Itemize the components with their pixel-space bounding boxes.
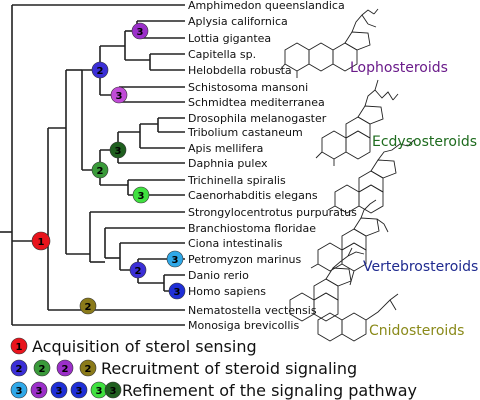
svg-text:3: 3 (115, 146, 122, 157)
group-label-ecdysosteroids: Ecdysosteroids (372, 134, 477, 150)
taxon-label: Tribolium castaneum (187, 126, 303, 139)
svg-text:3: 3 (16, 386, 23, 397)
taxon-label: Petromyzon marinus (188, 253, 302, 266)
legend-badge: 1 (10, 337, 28, 355)
taxon-label: Apis mellifera (188, 142, 263, 155)
svg-text:3: 3 (138, 191, 145, 202)
ecdysosteroid-structure (315, 79, 399, 166)
legend-label: Acquisition of sterol sensing (32, 337, 257, 356)
taxon-label: Schmidtea mediterranea (188, 96, 325, 109)
taxon-label: Lottia gigantea (188, 32, 271, 45)
svg-text:3: 3 (174, 287, 181, 298)
legend-badge: 3 (70, 381, 88, 399)
node-marker: 3 (166, 250, 184, 268)
taxon-label: Ciona intestinalis (188, 237, 283, 250)
node-marker: 2 (91, 61, 109, 79)
svg-text:3: 3 (116, 91, 123, 102)
legend-badge: 3 (10, 381, 28, 399)
legend: 1 Acquisition of sterol sensing 2 2 2 2 … (10, 337, 417, 400)
taxon-label: Aplysia californica (188, 15, 288, 28)
taxon-label: Strongylocentrotus purpuratus (188, 206, 357, 219)
svg-text:1: 1 (16, 342, 23, 353)
node-marker: 3 (132, 186, 150, 204)
taxon-label: Amphimedon queenslandica (188, 0, 345, 12)
svg-text:2: 2 (85, 364, 92, 375)
taxon-label: Danio rerio (188, 269, 249, 282)
legend-badge: 3 (30, 381, 48, 399)
svg-text:3: 3 (36, 386, 43, 397)
svg-text:2: 2 (135, 266, 142, 277)
svg-text:2: 2 (85, 302, 92, 313)
tree-node-markers: 1 2 2 3 3 3 3 2 (31, 22, 186, 315)
taxon-labels: Amphimedon queenslandica Aplysia califor… (187, 0, 357, 332)
legend-label: Recruitment of steroid signaling (101, 359, 357, 378)
svg-text:1: 1 (38, 237, 45, 248)
legend-badge: 3 (104, 381, 122, 399)
nematode-sterol-structure (327, 139, 415, 214)
taxon-label: Branchiostoma floridae (188, 222, 316, 235)
node-marker: 2 (79, 297, 97, 315)
steroid-group-labels: Lophosteroids Ecdysosteroids Vertebroste… (350, 60, 478, 339)
legend-badge: 3 (50, 381, 68, 399)
svg-text:3: 3 (56, 386, 63, 397)
group-label-vertebrosteroids: Vertebrosteroids (363, 259, 478, 275)
svg-text:3: 3 (76, 386, 83, 397)
node-marker: 3 (110, 86, 128, 104)
taxon-label: Helobdella robusta (188, 64, 292, 77)
svg-text:2: 2 (39, 364, 46, 375)
taxon-label: Schistosoma mansoni (188, 81, 308, 94)
node-marker: 3 (109, 141, 127, 159)
node-marker: 1 (31, 231, 51, 251)
group-label-lophosteroids: Lophosteroids (350, 60, 448, 76)
node-marker: 2 (91, 161, 109, 179)
lophosteroid-structure (279, 8, 379, 78)
vertebrosteroid-structure (310, 199, 389, 286)
legend-label: Refinement of the signaling pathway (122, 381, 417, 400)
svg-text:2: 2 (62, 364, 69, 375)
svg-text:3: 3 (172, 255, 179, 266)
cnidosteroid-structure (289, 247, 399, 342)
node-marker: 3 (131, 22, 149, 40)
legend-badge: 2 (10, 359, 28, 377)
svg-text:3: 3 (96, 386, 103, 397)
group-label-cnidosteroids: Cnidosteroids (369, 323, 464, 339)
legend-row-refinement: 3 3 3 3 3 3 Refinement of the si (10, 381, 417, 400)
taxon-label: Caenorhabditis elegans (188, 189, 318, 202)
legend-badge: 3 (90, 381, 108, 399)
svg-text:2: 2 (97, 66, 104, 77)
taxon-label: Daphnia pulex (188, 157, 268, 170)
taxon-label: Monosiga brevicollis (188, 319, 299, 332)
phylogenetic-tree (0, 4, 185, 326)
svg-text:2: 2 (97, 166, 104, 177)
taxon-label: Nematostella vectensis (188, 304, 317, 317)
legend-row-acquisition: 1 Acquisition of sterol sensing (10, 337, 257, 356)
legend-badge: 2 (33, 359, 51, 377)
svg-text:3: 3 (137, 27, 144, 38)
legend-badge: 2 (79, 359, 97, 377)
node-marker: 2 (129, 261, 147, 279)
svg-text:3: 3 (110, 386, 117, 397)
legend-badge: 2 (56, 359, 74, 377)
legend-row-recruitment: 2 2 2 2 Recruitment of steroid signaling (10, 359, 357, 378)
taxon-label: Trichinella spiralis (187, 174, 286, 187)
taxon-label: Homo sapiens (188, 285, 266, 298)
node-marker: 3 (168, 282, 186, 300)
taxon-label: Capitella sp. (188, 48, 256, 61)
taxon-label: Drosophila melanogaster (188, 112, 327, 125)
svg-text:2: 2 (16, 364, 23, 375)
